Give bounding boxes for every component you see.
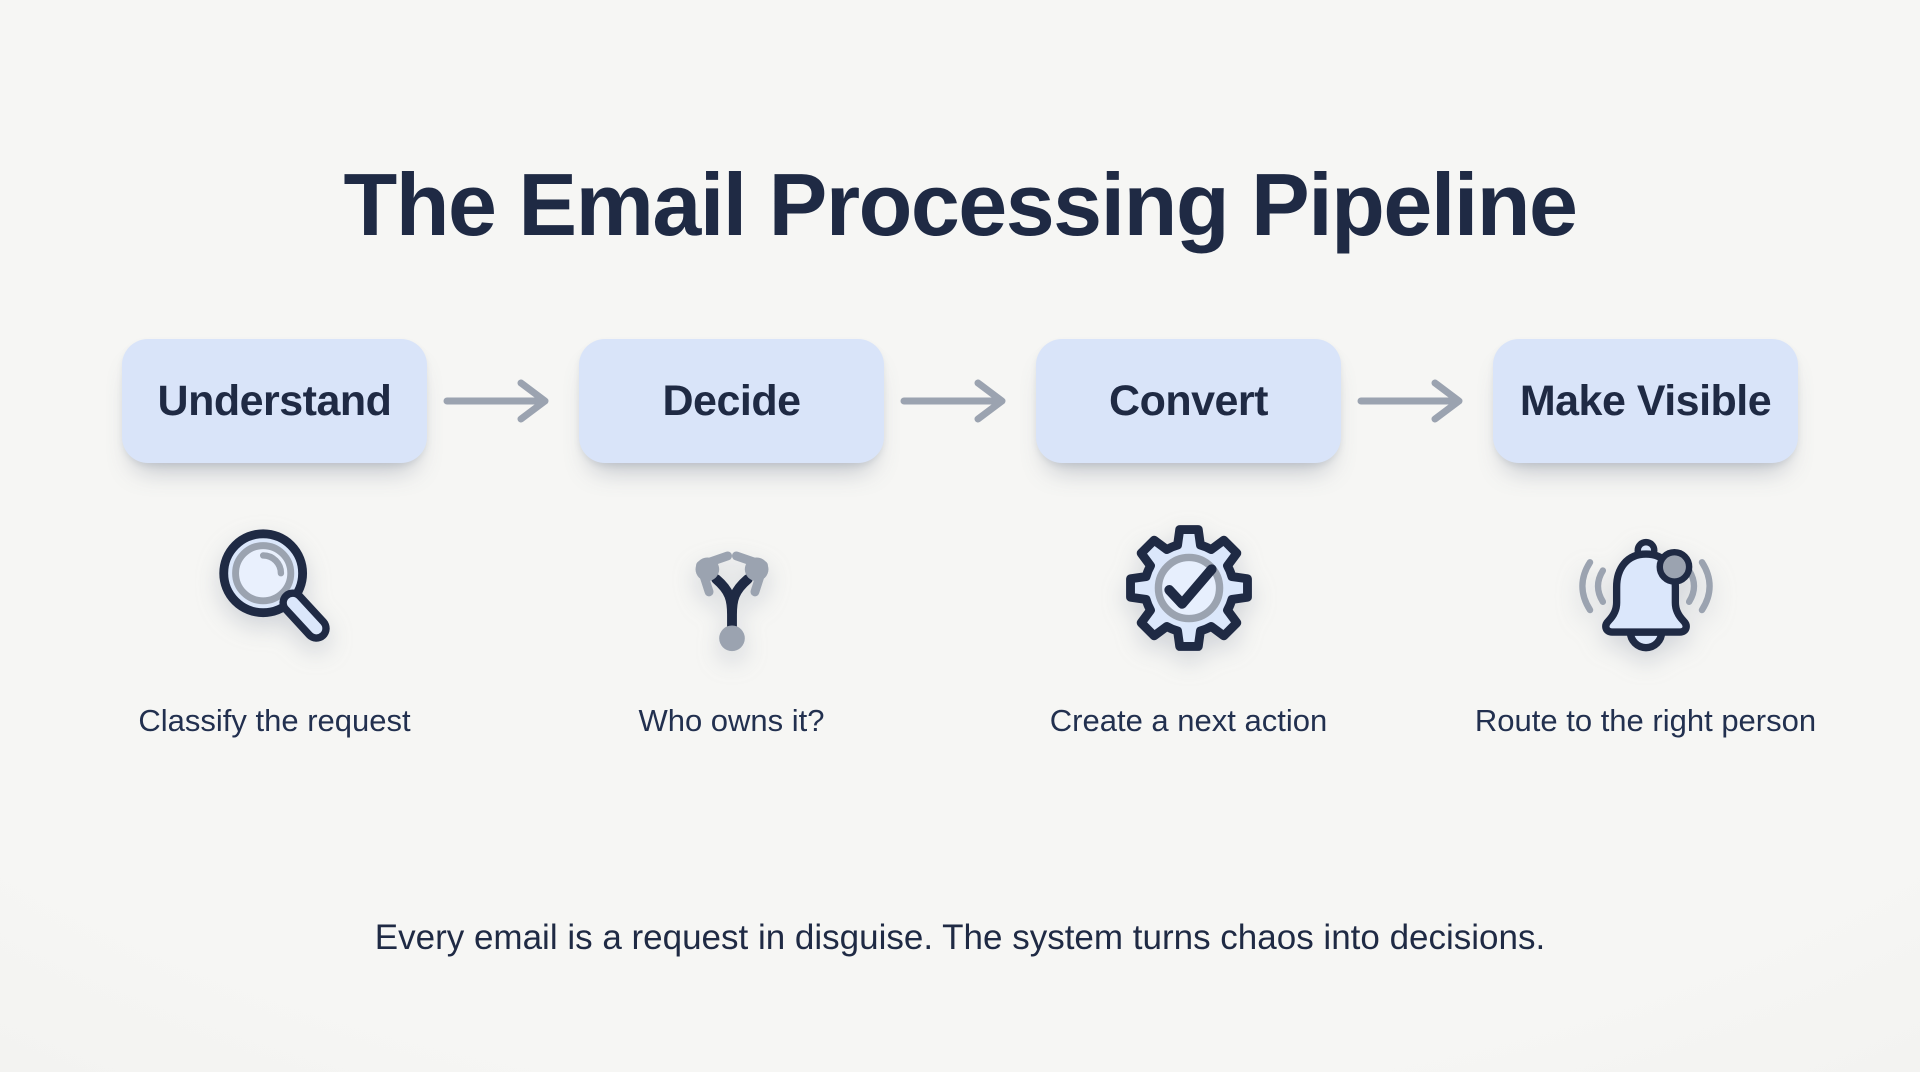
stage-caption: Classify the request [138, 703, 411, 738]
stage-make-visible: Make Visible Route to the right person [1475, 339, 1816, 739]
stage-understand: Understand Classify the request [122, 339, 427, 739]
flow-arrow-icon [884, 339, 1036, 463]
stage-convert: Convert Create a next action [1036, 339, 1341, 739]
stage-pill: Decide [579, 339, 884, 463]
diagram-title: The Email Processing Pipeline [343, 154, 1578, 254]
magnifier-icon [206, 517, 344, 659]
pipeline-row: Understand Classify the request Decide [122, 339, 1816, 739]
stage-pill: Make Visible [1493, 339, 1798, 463]
branch-icon [663, 517, 801, 659]
stage-label: Understand [157, 376, 392, 425]
stage-caption: Who owns it? [638, 703, 825, 738]
stage-label: Convert [1109, 376, 1268, 425]
stage-caption: Route to the right person [1474, 703, 1817, 738]
flow-arrow-icon [427, 339, 579, 463]
stage-label: Decide [662, 376, 801, 425]
stage-label: Make Visible [1519, 376, 1772, 425]
footer-tagline: Every email is a request in disguise. Th… [374, 918, 1546, 957]
stage-pill: Understand [122, 339, 427, 463]
gear-check-icon [1118, 517, 1260, 659]
bell-icon [1568, 517, 1724, 659]
stage-pill: Convert [1036, 339, 1341, 463]
stage-decide: Decide Who owns it? [579, 339, 884, 739]
flow-arrow-icon [1341, 339, 1493, 463]
stage-caption: Create a next action [1049, 703, 1328, 738]
